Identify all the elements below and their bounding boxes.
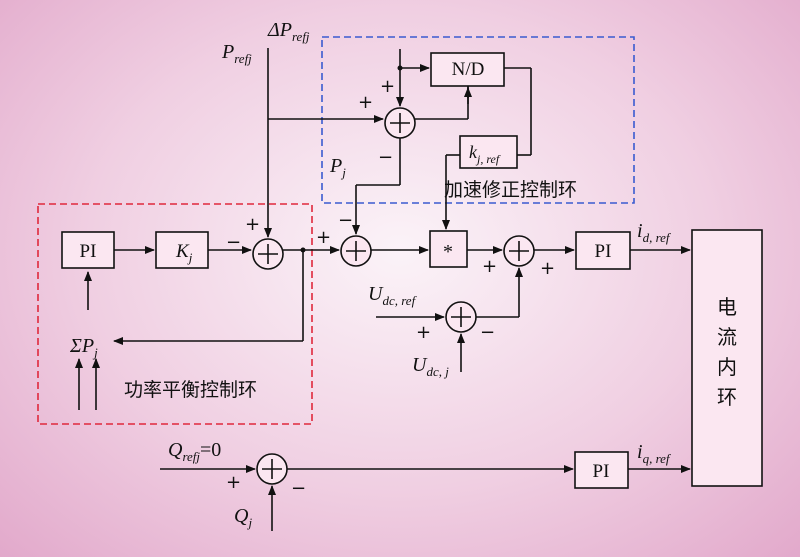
sum-pj-label: ΣPj (69, 335, 98, 360)
iq-ref-label: iq, ref (637, 441, 672, 466)
signal-lines (75, 48, 691, 531)
kref-label: kj, ref (469, 142, 501, 166)
kref-block (459, 135, 518, 169)
sign-plus-d-left: + (482, 256, 497, 277)
pref-label: Prefj (221, 41, 252, 66)
udc-j-label: Udc, j (412, 354, 449, 379)
pi-block-q (574, 451, 629, 489)
sum-junction-udc (445, 301, 477, 333)
inner-loop-char-4: 环 (717, 385, 737, 409)
pj-label: Pj (329, 155, 346, 180)
sign-plus-accel-left: + (358, 92, 373, 113)
power-balance-region (37, 203, 313, 425)
nd-block (430, 52, 505, 87)
sign-plus-d-bottom: + (540, 258, 555, 279)
udc-ref-label: Udc, ref (368, 283, 418, 308)
sum-junction-d-axis (503, 235, 535, 267)
sign-plus-accel-top: + (380, 76, 395, 97)
qref-label: Qrefj=0 (168, 439, 221, 464)
sign-minus-udc-bottom: − (480, 322, 495, 343)
qj-label: Qj (234, 505, 252, 530)
sign-minus-accel-bottom: − (378, 147, 393, 168)
sign-plus-error-left: + (316, 227, 331, 248)
pi-q-label: PI (593, 461, 610, 482)
kj-label: Kj (175, 241, 193, 265)
sign-plus-udc-left: + (416, 322, 431, 343)
pi-d-label: PI (595, 241, 612, 262)
accel-correction-label: 加速修正控制环 (444, 179, 577, 201)
accel-correction-region (321, 36, 635, 204)
sign-plus-q-left: + (226, 472, 241, 493)
sign-minus-q-bottom: − (291, 478, 306, 499)
power-balance-label: 功率平衡控制环 (124, 379, 257, 401)
pi-block-d (575, 231, 631, 270)
sum-junction-accel (384, 107, 416, 139)
pi-power-label: PI (80, 241, 97, 262)
sum-junction-q-axis (256, 453, 288, 485)
dpref-label: ΔPrefj (267, 19, 310, 44)
inner-loop-char-3: 内 (717, 355, 737, 379)
current-inner-loop-block (691, 229, 763, 487)
nd-label: N/D (452, 59, 485, 80)
sign-minus-power-left: − (226, 232, 241, 253)
id-ref-label: id, ref (637, 220, 672, 245)
sign-plus-power-top: + (245, 214, 260, 235)
mult-label: * (443, 241, 453, 263)
inner-loop-char-1: 电 (717, 295, 737, 319)
multiplier-block (429, 230, 468, 268)
inner-loop-char-2: 流 (717, 325, 737, 349)
kj-gain-block (155, 231, 209, 269)
sign-minus-error-top: − (338, 210, 353, 231)
sum-junction-power-error (340, 235, 372, 267)
sum-junction-power (252, 238, 284, 270)
